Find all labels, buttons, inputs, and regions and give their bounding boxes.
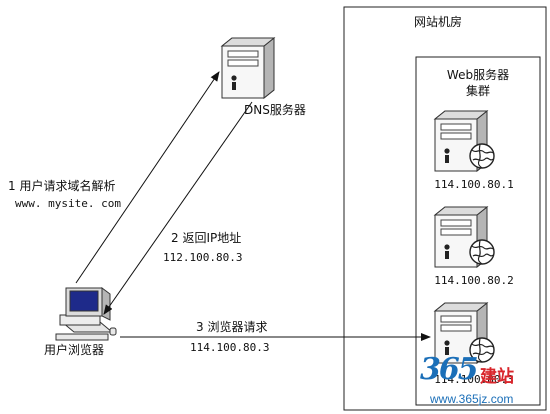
cluster-title-line2: 集群 <box>465 84 491 98</box>
dns-server-label: DNS服务器 <box>244 103 306 117</box>
server-1-ip: 114.100.80.1 <box>434 178 514 191</box>
server-2-ip: 114.100.80.2 <box>434 274 514 287</box>
step-2-ip: 112.100.80.3 <box>163 251 243 264</box>
watermark-url: www.365jz.com <box>430 392 514 406</box>
room-title: 网站机房 <box>414 15 463 29</box>
step-1-host: www. mysite. com <box>15 197 121 210</box>
globe-icon <box>469 239 495 265</box>
step-1-label: 1 用户请求域名解析 <box>8 179 116 193</box>
web-server-2 <box>434 206 495 268</box>
watermark-name: 建站 <box>480 367 514 387</box>
step-3-label: 3 浏览器请求 <box>196 320 268 334</box>
globe-icon <box>469 143 495 169</box>
request-dns-arrow <box>75 71 220 284</box>
server-3-ip: 114.100.80.3 <box>434 373 514 386</box>
watermark-logo: 365 建站 www.365jz.com <box>410 352 550 414</box>
watermark-brand: 365 <box>420 352 479 387</box>
step-3-ip: 114.100.80.3 <box>190 341 270 354</box>
return-ip-arrow <box>103 101 253 315</box>
computer-icon <box>55 287 117 341</box>
client-label: 用户浏览器 <box>44 343 105 357</box>
cluster-title-line1: Web服务器 <box>446 68 510 82</box>
dns-server-icon <box>221 37 275 99</box>
cluster-frame <box>415 56 541 406</box>
web-server-1 <box>434 110 495 172</box>
step-2-label: 2 返回IP地址 <box>171 231 242 245</box>
machine-room-frame <box>343 6 547 411</box>
